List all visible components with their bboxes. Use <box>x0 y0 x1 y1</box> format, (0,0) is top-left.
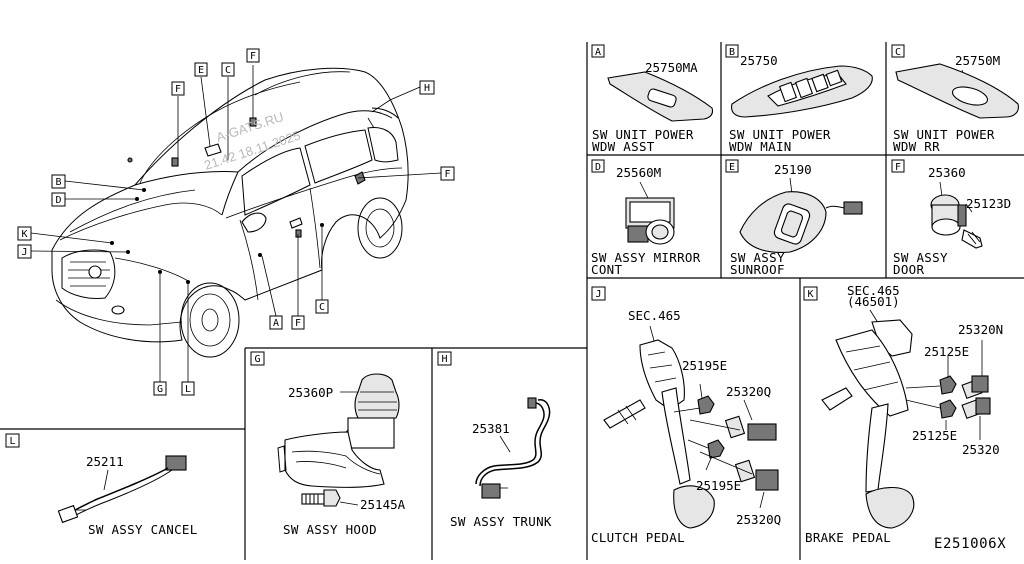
svg-text:J: J <box>21 247 27 258</box>
caption: SW UNIT POWER <box>592 127 694 142</box>
panel-E: E 25190 SW ASSY SUNROOF <box>725 159 863 277</box>
part-number: 25560M <box>616 165 661 180</box>
part-number: 25750M <box>955 53 1000 68</box>
panel-J: J SEC.465 25195E 25320Q 25195E 25320Q CL… <box>591 286 781 545</box>
panel-D: D 25560M SW ASSY MIRROR CONT <box>591 159 701 277</box>
svg-text:F: F <box>444 169 450 180</box>
part-number: 25123D <box>966 196 1011 211</box>
section-ref: SEC.465 <box>847 283 900 298</box>
caption: SW ASSY TRUNK <box>450 514 552 529</box>
panel-F: F 25360 25123D SW ASSY DOOR <box>891 159 1011 277</box>
watermark: A-GATS.RU 21.42 18.11.2025 <box>202 109 302 173</box>
svg-text:B: B <box>729 47 735 58</box>
callout-C-bottom: C <box>315 299 329 314</box>
caption: SW ASSY <box>893 250 948 265</box>
callout-G: G <box>153 381 167 396</box>
callout-J: J <box>17 244 32 259</box>
part-number: 25211 <box>86 454 124 469</box>
leader-lines <box>30 65 442 382</box>
panel-C: C 25750M SW UNIT POWER WDW RR <box>891 44 1019 154</box>
part-number: 25360 <box>928 165 966 180</box>
callout-L: L <box>181 381 195 396</box>
svg-text:J: J <box>595 289 601 300</box>
svg-text:F: F <box>895 162 901 173</box>
svg-text:L: L <box>9 436 15 447</box>
svg-text:G: G <box>254 354 260 365</box>
part-number: 25125E <box>924 344 969 359</box>
part-number: 25320N <box>958 322 1003 337</box>
callout-F-top-left: F <box>171 81 185 96</box>
svg-text:H: H <box>441 354 447 365</box>
svg-text:L: L <box>185 384 191 395</box>
svg-text:E: E <box>198 65 204 76</box>
callout-boxes: F E C F H B D F K J A F C G L <box>17 48 455 396</box>
car-overview <box>51 67 409 358</box>
svg-text:D: D <box>595 162 601 173</box>
panel-H: H 25381 SW ASSY TRUNK <box>437 351 552 529</box>
caption: SW ASSY MIRROR <box>591 250 701 265</box>
caption: WDW ASST <box>592 139 655 154</box>
callout-F-bottom: F <box>291 315 305 330</box>
svg-text:F: F <box>295 318 301 329</box>
part-number: 25195E <box>682 358 727 373</box>
svg-text:C: C <box>895 47 901 58</box>
callout-A-bottom: A <box>269 315 283 330</box>
panel-letter-A: A <box>595 47 601 58</box>
panel-A: A 25750MA SW UNIT POWER WDW ASST <box>591 44 714 154</box>
svg-text:K: K <box>807 289 813 300</box>
panel-L: L 25211 SW ASSY CANCEL <box>5 433 198 537</box>
callout-D: D <box>51 192 66 207</box>
part-number: 25381 <box>472 421 510 436</box>
caption: SW ASSY CANCEL <box>88 522 198 537</box>
caption: SW ASSY HOOD <box>283 522 377 537</box>
caption: SW UNIT POWER <box>729 127 831 142</box>
caption: DOOR <box>893 262 924 277</box>
callout-F-right: F <box>440 166 455 181</box>
callout-H: H <box>419 80 435 95</box>
caption: CONT <box>591 262 622 277</box>
part-number: 25360P <box>288 385 333 400</box>
svg-text:C: C <box>319 302 325 313</box>
part-number: 25145A <box>360 497 406 512</box>
svg-text:A: A <box>273 318 279 329</box>
callout-K: K <box>17 226 32 241</box>
caption: SW ASSY <box>730 250 785 265</box>
callout-C-top: C <box>221 62 235 77</box>
svg-text:E: E <box>729 162 735 173</box>
svg-text:G: G <box>157 384 163 395</box>
part-number: 25320 <box>962 442 1000 457</box>
section-ref: SEC.465 <box>628 308 681 323</box>
part-number: 25320Q <box>726 384 771 399</box>
callout-B: B <box>51 174 66 189</box>
panel-K: K SEC.465 (46501) 25320N 25125E 25125E 2… <box>803 283 1003 545</box>
section-ref-sub: (46501) <box>847 294 900 309</box>
callout-E-top: E <box>194 62 208 77</box>
caption: BRAKE PEDAL <box>805 530 891 545</box>
caption: SW UNIT POWER <box>893 127 995 142</box>
caption: WDW RR <box>893 139 940 154</box>
svg-text:F: F <box>175 84 181 95</box>
part-number: 25195E <box>696 478 741 493</box>
diagram-code: E251006X <box>934 536 1006 552</box>
part-number: 25190 <box>774 162 812 177</box>
svg-text:B: B <box>55 177 61 188</box>
panel-G: G 25360P 25145A SW ASSY HOOD <box>250 351 406 537</box>
caption: WDW MAIN <box>729 139 792 154</box>
svg-text:D: D <box>55 195 61 206</box>
svg-text:F: F <box>250 51 256 62</box>
part-number: 25750 <box>740 53 778 68</box>
part-number: 25125E <box>912 428 957 443</box>
part-number: 25750MA <box>645 60 698 75</box>
caption: SUNROOF <box>730 262 785 277</box>
panel-B: B 25750 SW UNIT POWER WDW MAIN <box>725 44 873 154</box>
caption: CLUTCH PEDAL <box>591 530 685 545</box>
svg-text:K: K <box>21 229 27 240</box>
part-number: 25320Q <box>736 512 781 527</box>
svg-text:C: C <box>225 65 231 76</box>
svg-text:H: H <box>424 83 430 94</box>
panel-frames <box>0 42 1024 560</box>
callout-F-top-right: F <box>246 48 260 63</box>
